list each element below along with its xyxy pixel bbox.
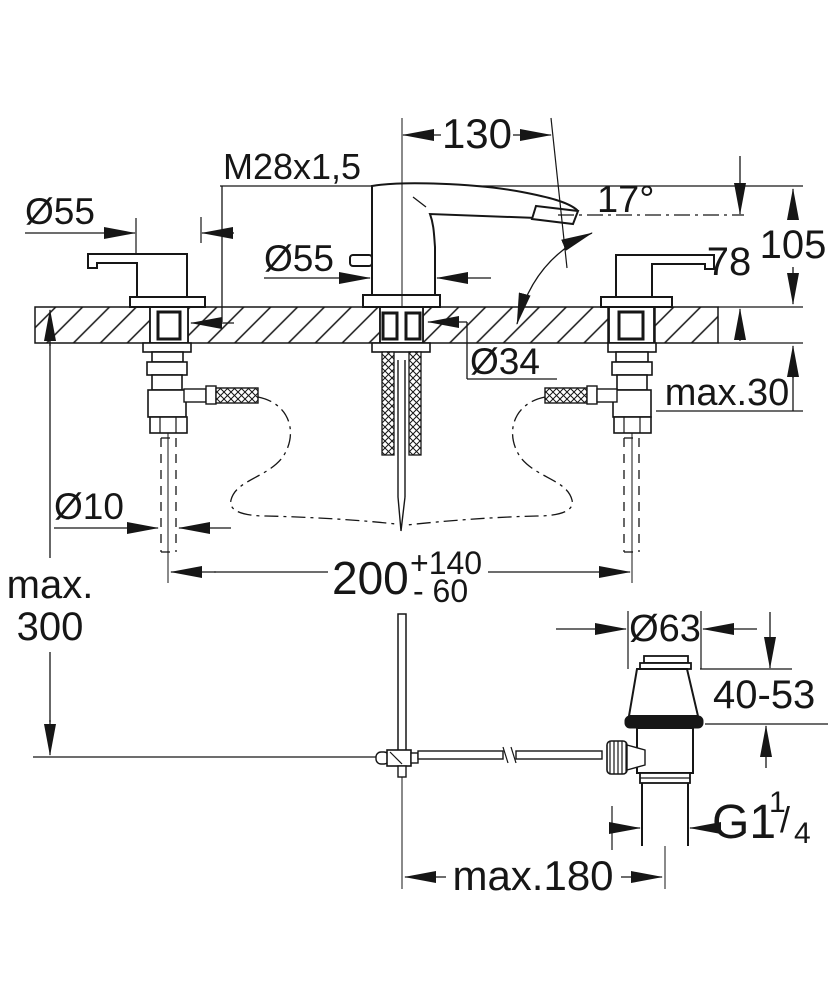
tilted-ext-line: [550, 117, 568, 269]
bottom-nut: [149, 416, 188, 434]
countertop: [34, 306, 719, 344]
thread-leader: [190, 186, 234, 329]
center-bolt: [404, 311, 422, 341]
spout-body-diameter-label: Ø55: [264, 238, 334, 279]
waste-flange: [627, 668, 700, 717]
deck-hatch-segment: [654, 306, 719, 344]
hole-spacing-tol-plus: +140: [410, 545, 482, 581]
thread-size-label: M28x1,5: [223, 146, 361, 187]
dim-center-hole-diameter: [427, 316, 557, 380]
max-lever-reach-label: max.180: [452, 852, 613, 899]
clamp-detail: [389, 751, 403, 765]
lever-rod-right: [515, 750, 603, 760]
break-mark: [502, 746, 509, 764]
deck-hatch-segment: [422, 306, 609, 344]
right-valve: [544, 342, 657, 583]
rod-stub: [397, 765, 407, 778]
braided-hose: [215, 387, 259, 404]
hose-connector: [205, 385, 217, 405]
spout-detail-line: [412, 196, 427, 208]
dim-waste-flange-diameter: [556, 611, 757, 669]
spout-outline: [371, 182, 579, 296]
waste-thread-denominator: 4: [794, 817, 811, 850]
right-handle-escutcheon: [600, 296, 673, 308]
hex-nut: [611, 361, 653, 376]
aerator: [530, 204, 580, 226]
bottom-nut: [613, 416, 652, 434]
valve-elbow: [612, 389, 652, 418]
left-shank-bolt: [156, 310, 182, 341]
hex-nut: [146, 361, 188, 376]
total-height-label: 105: [760, 223, 827, 267]
max-deck-thickness-label: max.30: [665, 372, 790, 414]
popup-rod-tip: [397, 496, 406, 532]
waste-body: [636, 727, 694, 774]
max-rod-length-word: max.: [7, 563, 94, 607]
hole-spacing-tol-minus: - 60: [413, 573, 468, 609]
popup-rod-linkage: [33, 613, 603, 889]
dim-spout-angle: [516, 214, 744, 325]
connection-curves: [230, 396, 573, 526]
center-shank: [371, 342, 431, 532]
valve-body: [151, 374, 183, 391]
hose-connector: [586, 385, 598, 405]
valve-elbow: [147, 389, 187, 418]
spout-angle-label: 17°: [597, 179, 654, 221]
right-shank-bolt: [617, 310, 645, 341]
dim-waste-height: [700, 612, 828, 768]
braided-hose: [544, 387, 588, 404]
left-handle-escutcheon: [129, 296, 206, 308]
left-valve: [142, 342, 259, 583]
clamp-nub: [410, 752, 419, 764]
angle-arc: [516, 232, 593, 325]
deck-hatch-segment: [34, 306, 151, 344]
dim-waste-thread: [609, 806, 721, 850]
threaded-column: [381, 351, 395, 456]
right-handle: [600, 254, 715, 308]
waste-height-range-label: 40-53: [713, 673, 815, 717]
locknut: [607, 342, 657, 353]
deck-extension-lines: [718, 306, 803, 344]
max-rod-length-value: 300: [17, 605, 84, 649]
shank-plate: [371, 342, 431, 353]
spout-projection-label: 130: [442, 110, 512, 157]
popup-rod-lower: [397, 613, 407, 753]
spout-assembly: [349, 118, 580, 308]
left-handle: [87, 217, 206, 308]
outlet-height-label: 78: [707, 240, 752, 284]
waste-thread-label: G1: [712, 796, 776, 849]
waste-thread-slash: /: [780, 799, 790, 840]
hole-spacing-label: 200: [332, 552, 409, 604]
dim-max-deck-thickness: [656, 345, 803, 412]
adjust-knob: [606, 740, 628, 775]
right-hose-path: [406, 396, 573, 526]
deck-hatch-segment: [187, 306, 381, 344]
right-handle-lever: [615, 254, 715, 299]
left-escutcheon-diameter-label: Ø55: [25, 191, 95, 232]
waste-flange-diameter-label: Ø63: [629, 608, 701, 650]
lever-rod-left: [417, 750, 504, 760]
pull-rod-diameter-label: Ø10: [54, 486, 124, 527]
locknut: [142, 342, 192, 353]
waste-valve: [606, 655, 704, 889]
spacer: [151, 351, 184, 363]
hose-stub: [183, 388, 207, 403]
popup-rod-knob: [349, 254, 373, 267]
valve-body: [616, 374, 648, 391]
left-hose-path: [230, 396, 397, 525]
seal-ring: [624, 715, 704, 729]
waste-thread-numerator: 1: [769, 786, 786, 819]
plug-cap-top: [643, 655, 689, 664]
center-hole-diameter-label: Ø34: [470, 341, 540, 382]
spacer: [615, 351, 649, 363]
threaded-column: [408, 351, 422, 456]
left-handle-lever: [87, 253, 188, 298]
hose-stub: [596, 388, 618, 403]
knob-cone: [626, 744, 646, 771]
center-bolt: [381, 311, 399, 341]
break-mark: [510, 746, 517, 764]
